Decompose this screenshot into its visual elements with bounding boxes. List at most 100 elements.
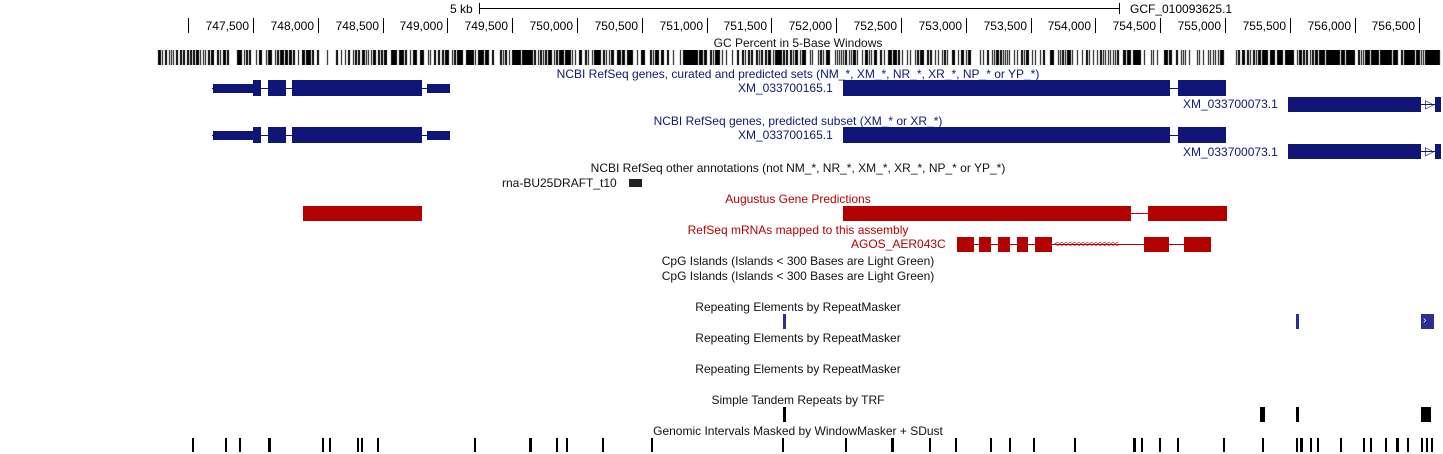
masked-interval <box>361 438 363 452</box>
masked-interval <box>1421 438 1423 452</box>
ruler-tick-label: 754,500 <box>1112 19 1156 33</box>
masked-interval <box>556 438 558 452</box>
ruler-tick <box>512 18 513 33</box>
masked-interval <box>1431 438 1433 452</box>
gene-label-predicted-xm-033700165[interactable]: XM_033700165.1 <box>738 128 833 142</box>
track-title-refseq-other: NCBI RefSeq other annotations (not NM_*,… <box>590 161 1006 175</box>
ruler-tick <box>1355 18 1356 33</box>
ruler-tick <box>1225 18 1226 33</box>
track-title-refseq-mrna: RefSeq mRNAs mapped to this assembly <box>687 223 909 237</box>
trf-feature-2[interactable] <box>1260 407 1265 422</box>
feature-rna-bu25draft-t10[interactable] <box>629 179 642 187</box>
track-title-trf: Simple Tandem Repeats by TRF <box>711 393 885 407</box>
ruler-tick-label: 749,000 <box>399 19 443 33</box>
track-title-cpg-1: CpG Islands (Islands < 300 Bases are Lig… <box>661 254 935 268</box>
masked-interval <box>891 438 894 452</box>
augustus-feature-1[interactable] <box>303 206 422 221</box>
ruler-tick <box>1419 18 1420 33</box>
feature-label-rna-bu25draft-t10[interactable]: rna-BU25DRAFT_t10 <box>502 176 617 190</box>
masked-interval <box>1363 438 1365 452</box>
masked-interval <box>1223 438 1225 452</box>
chevron-right-icon: › <box>1423 315 1427 326</box>
track-title-augustus: Augustus Gene Predictions <box>725 192 871 206</box>
masked-interval <box>268 438 271 452</box>
ruler-tick-label: 754,000 <box>1047 19 1091 33</box>
masked-interval <box>651 438 653 452</box>
track-title-refseq-all: NCBI RefSeq genes, curated and predicted… <box>556 67 1040 81</box>
scale-line <box>479 8 1120 9</box>
masked-interval <box>1177 438 1179 452</box>
ruler-tick-label: 750,000 <box>529 19 573 33</box>
ruler-tick <box>707 18 708 33</box>
trf-feature-4[interactable] <box>1421 407 1431 422</box>
ruler-tick-label: 751,500 <box>723 19 767 33</box>
ruler-tick <box>318 18 319 33</box>
masked-interval <box>329 438 331 452</box>
gc-percent-density <box>156 50 1441 65</box>
ruler-tick <box>1160 18 1161 33</box>
assembly-label: GCF_010093625.1 <box>1130 2 1233 16</box>
ruler-tick <box>836 18 837 33</box>
track-title-repeatmasker-1: Repeating Elements by RepeatMasker <box>695 300 901 314</box>
ruler-tick-label: 755,000 <box>1177 19 1221 33</box>
repeat-element-1[interactable] <box>783 314 786 329</box>
arrow-right-icon: ▷ <box>1425 144 1435 158</box>
masked-interval <box>1296 438 1298 452</box>
scale-label: 5 kb <box>450 2 473 16</box>
gene-label-xm-033700073[interactable]: XM_033700073.1 <box>1183 97 1278 111</box>
ruler-tick-label: 748,000 <box>270 19 314 33</box>
masked-interval <box>474 438 476 452</box>
ruler-tick-label: 747,500 <box>205 19 249 33</box>
ruler-tick-label: 756,500 <box>1371 19 1415 33</box>
masked-interval <box>1426 438 1428 452</box>
track-title-gc-percent: GC Percent in 5-Base Windows <box>713 36 883 50</box>
masked-interval <box>1317 438 1319 452</box>
masked-interval <box>225 438 227 452</box>
ruler-tick <box>383 18 384 33</box>
masked-interval <box>1370 438 1372 452</box>
gc-percent-track[interactable] <box>156 50 1441 65</box>
masked-interval <box>1009 438 1011 452</box>
masked-interval <box>1340 438 1342 452</box>
masked-interval <box>602 438 604 452</box>
ruler-tick <box>966 18 967 33</box>
mrna-label-agos-aer043c[interactable]: AGOS_AER043C <box>851 237 946 251</box>
ruler-tick <box>577 18 578 33</box>
masked-interval <box>1310 438 1312 452</box>
masked-interval <box>529 438 532 452</box>
trf-feature-3[interactable] <box>1296 407 1299 422</box>
ruler-tick <box>188 18 189 33</box>
gene-label-predicted-xm-033700073[interactable]: XM_033700073.1 <box>1183 145 1278 159</box>
masked-interval <box>929 438 931 452</box>
ruler-tick-label: 752,500 <box>853 19 897 33</box>
masked-interval <box>990 438 992 452</box>
ruler-tick-label: 756,000 <box>1307 19 1351 33</box>
ruler-tick <box>447 18 448 33</box>
repeat-element-3[interactable] <box>1421 314 1434 329</box>
repeat-element-2[interactable] <box>1296 314 1299 329</box>
masked-interval <box>1033 438 1035 452</box>
ruler-tick-label: 752,000 <box>788 19 832 33</box>
track-title-cpg-2: CpG Islands (Islands < 300 Bases are Lig… <box>661 269 935 283</box>
ruler-tick <box>1290 18 1291 33</box>
ruler-tick <box>253 18 254 33</box>
track-title-repeatmasker-3: Repeating Elements by RepeatMasker <box>695 362 901 376</box>
scale-cap-left <box>479 3 480 14</box>
masked-interval <box>955 438 957 452</box>
masked-interval <box>192 438 194 452</box>
ruler-tick-label: 748,500 <box>335 19 379 33</box>
masked-interval <box>239 438 241 452</box>
ruler-tick-label: 753,500 <box>983 19 1027 33</box>
masked-interval <box>566 438 568 452</box>
masked-interval <box>377 438 379 452</box>
ruler-tick <box>642 18 643 33</box>
ruler-tick-label: 750,500 <box>594 19 638 33</box>
trf-feature-1[interactable] <box>783 407 786 422</box>
ruler-tick <box>1095 18 1096 33</box>
ruler-tick-label: 751,000 <box>659 19 703 33</box>
gene-label-xm-033700165[interactable]: XM_033700165.1 <box>738 81 833 95</box>
masked-interval <box>357 438 359 452</box>
masked-interval <box>1407 438 1409 452</box>
ruler-tick <box>1031 18 1032 33</box>
